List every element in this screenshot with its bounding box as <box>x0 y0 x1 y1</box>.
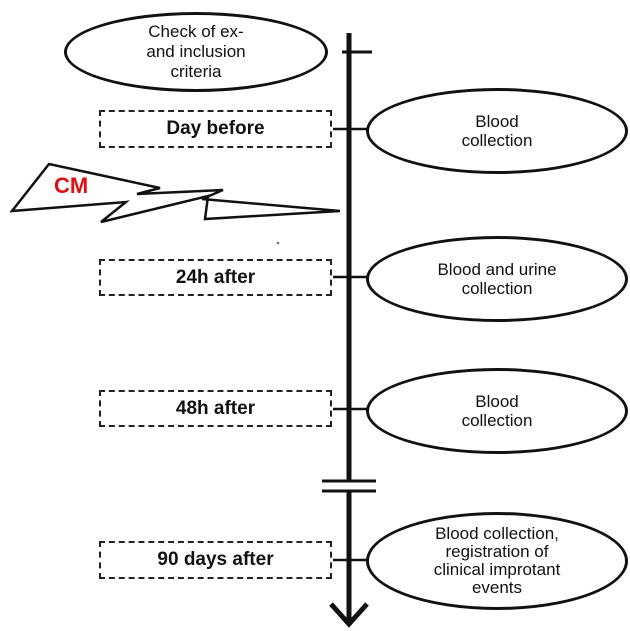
action-node-48h: Blood collection <box>366 368 628 454</box>
timepoint-label-48h: 48h after <box>99 390 332 427</box>
timepoint-label-day-before: Day before <box>99 110 332 148</box>
timepoint-label-90d: 90 days after <box>99 541 332 579</box>
action-node-24h: Blood and urine collection <box>366 236 628 322</box>
action-node-day-before: Blood collection <box>366 88 628 174</box>
lightning-bolt-icon <box>9 162 341 224</box>
inclusion-criteria-node: Check of ex- and inclusion criteria <box>64 12 328 92</box>
timeline-arrowhead <box>329 602 369 628</box>
stray-dot <box>276 241 280 245</box>
cm-label: CM <box>54 173 89 198</box>
action-node-90d: Blood collection, registration of clinic… <box>366 512 628 610</box>
timepoint-label-24h: 24h after <box>99 259 332 296</box>
time-break-gap <box>340 481 360 491</box>
